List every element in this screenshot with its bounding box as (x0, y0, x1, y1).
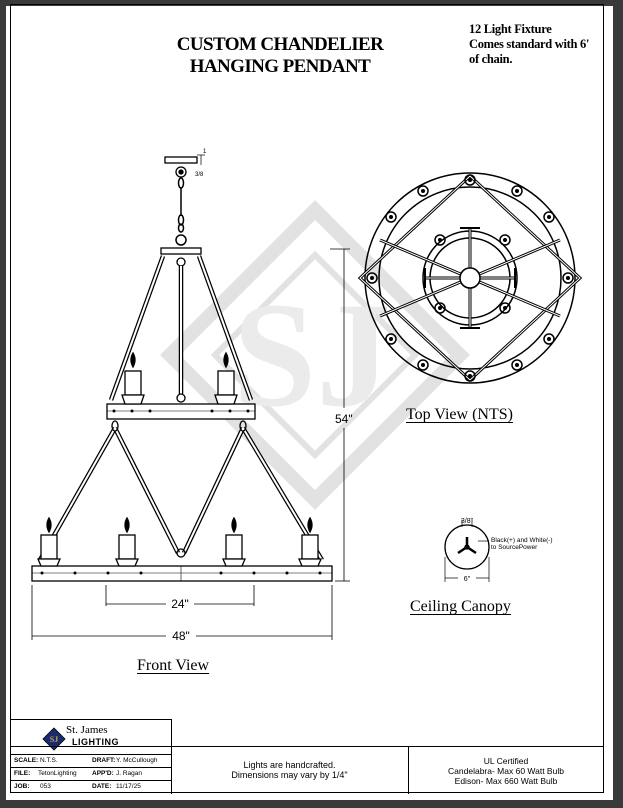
title-line1: CUSTOM CHANDELIER (176, 34, 384, 55)
drawing-border (10, 4, 604, 793)
date-value: 11/17/25 (116, 783, 141, 790)
cert-line3: Edison- Max 660 Watt Bulb (454, 776, 558, 786)
title-block-cert: UL Certified Candelabra- Max 60 Watt Bul… (408, 747, 604, 794)
draft-value: Y. McCullough (116, 757, 158, 764)
watermark-letters: SJ (233, 272, 391, 438)
date-key: DATE: (92, 783, 112, 790)
ceiling-canopy (444, 520, 490, 582)
logo-mark-letters: SJ (50, 735, 58, 744)
ceiling-canopy-label: Ceiling Canopy (410, 598, 511, 615)
dim-height: 54" (335, 412, 353, 426)
job-value: 053 (40, 783, 51, 790)
appd-key: APP'D: (92, 770, 114, 777)
note-line1: 12 Light Fixture (469, 22, 552, 36)
company-sub: LIGHTING (72, 737, 119, 747)
fixture-note: 12 Light Fixture Comes standard with 6' … (469, 22, 589, 67)
company-name: St. James (66, 724, 108, 736)
canopy-dim-top: 3/8" (461, 518, 474, 525)
tb-row-scale: SCALE: N.T.S. DRAFT: Y. McCullough (10, 754, 171, 767)
title-block-note: Lights are handcrafted. Dimensions may v… (171, 747, 409, 794)
canopy-wire-line1: Black(+) and White(-) (491, 537, 553, 544)
scale-value: N.T.S. (40, 757, 58, 764)
dim-width-outer: 48" (172, 629, 190, 643)
dim-width-inner: 24" (171, 597, 189, 611)
front-view (31, 154, 350, 640)
note-line3: of chain. (469, 52, 513, 66)
scale-key: SCALE: (14, 757, 39, 764)
appd-value: J. Ragan (116, 770, 143, 777)
note-line2: Comes standard with 6' (469, 37, 590, 51)
dimensions-note: Dimensions may vary by 1/4" (231, 770, 348, 780)
tb-row-job: JOB: 053 DATE: 11/17/25 (10, 780, 171, 793)
top-view-label: Top View (NTS) (406, 406, 513, 423)
file-key: FILE: (14, 770, 31, 777)
lower-candles (37, 516, 322, 567)
title-block: SCALE: N.T.S. DRAFT: Y. McCullough FILE:… (10, 746, 604, 794)
job-key: JOB: (14, 783, 30, 790)
chain-callout-frac: 3/8 (195, 172, 204, 178)
outer-bolts (366, 174, 574, 382)
tb-row-file: FILE: TetonLighting APP'D: J. Ragan (10, 767, 171, 780)
drawing-sheet (6, 6, 613, 800)
top-view (357, 172, 583, 384)
inner-bolts (434, 234, 511, 314)
canopy-wire-line2: to SourcePower (491, 544, 538, 551)
handcrafted-note: Lights are handcrafted. (243, 760, 336, 770)
chain (175, 177, 187, 246)
title-line2: HANGING PENDANT (189, 56, 371, 77)
title-block-info: SCALE: N.T.S. DRAFT: Y. McCullough FILE:… (10, 747, 172, 794)
front-view-label: Front View (137, 657, 210, 674)
chain-callout: 1 (203, 149, 207, 155)
drawing-title: CUSTOM CHANDELIER HANGING PENDANT (150, 34, 410, 78)
draft-key: DRAFT: (92, 757, 116, 764)
logo-mark: SJ (42, 727, 66, 751)
canopy-dim-bottom: 6" (464, 576, 471, 583)
logo-box (10, 719, 172, 747)
cert-line1: UL Certified (483, 756, 529, 766)
file-value: TetonLighting (38, 770, 77, 777)
cert-line2: Candelabra- Max 60 Watt Bulb (448, 766, 564, 776)
